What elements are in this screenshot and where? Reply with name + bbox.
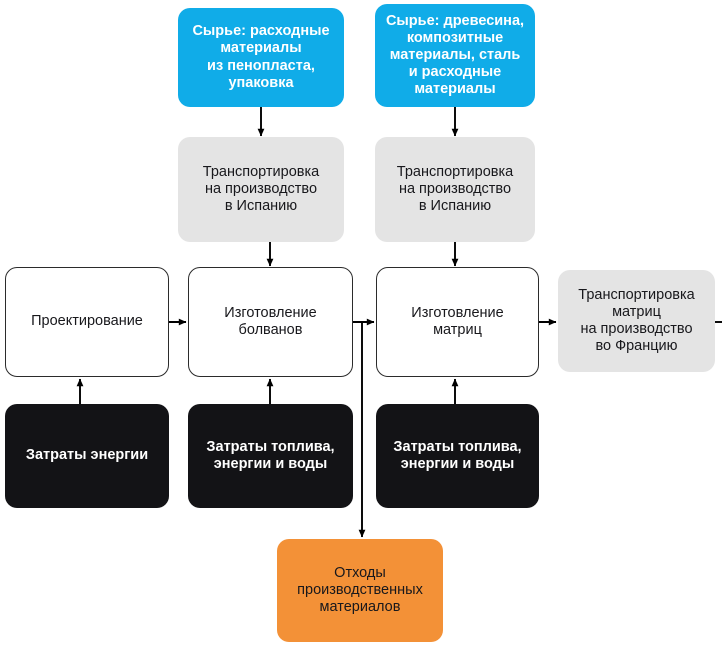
node-fuel-energy-water-costs-2[interactable]: Затраты топлива, энергии и воды [376,404,539,508]
node-plug-manufacturing[interactable]: Изготовление болванов [188,267,353,377]
node-transport-to-spain-1[interactable]: Транспортировка на производство в Испани… [178,137,344,242]
node-transport-to-spain-2[interactable]: Транспортировка на производство в Испани… [375,137,535,242]
node-fuel-energy-water-costs-1[interactable]: Затраты топлива, энергии и воды [188,404,353,508]
node-design[interactable]: Проектирование [5,267,169,377]
node-transport-moulds-france[interactable]: Транспортировка матриц на производство в… [558,270,715,372]
node-raw-materials-wood[interactable]: Сырье: древесина, композитные материалы,… [375,4,535,107]
node-raw-materials-foam[interactable]: Сырье: расходные материалы из пенопласта… [178,8,344,107]
node-energy-costs[interactable]: Затраты энергии [5,404,169,508]
node-mould-manufacturing[interactable]: Изготовление матриц [376,267,539,377]
node-production-waste[interactable]: Отходы производственных материалов [277,539,443,642]
